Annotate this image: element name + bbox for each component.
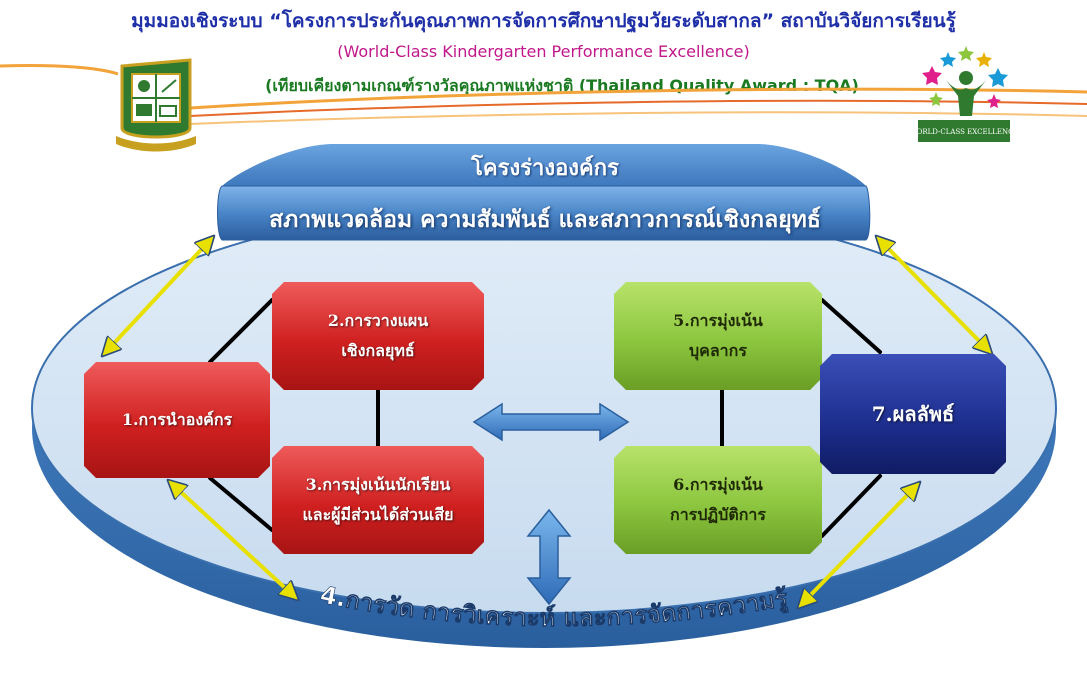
operations-label-line1: 6.การมุ่งเน้น <box>673 474 763 494</box>
students-label-line2: และผู้มีส่วนได้ส่วนเสีย <box>302 505 454 524</box>
workforce-box: 5.การมุ่งเน้น บุคลากร <box>614 282 822 390</box>
organizational-profile-bar <box>217 144 871 241</box>
page-title: มุมมองเชิงระบบ “โครงการประกันคุณภาพการจั… <box>131 10 956 32</box>
strategy-label-line1: 2.การวางแผน <box>327 310 429 330</box>
students-box: 3.การมุ่งเน้นนักเรียน และผู้มีส่วนได้ส่ว… <box>272 446 484 554</box>
header-swoosh <box>0 63 1087 125</box>
strategy-box: 2.การวางแผน เชิงกลยุทธ์ <box>272 282 484 390</box>
org-profile-label: โครงร่างองค์กร <box>471 156 619 181</box>
leadership-box: 1.การนำองค์กร <box>84 362 270 478</box>
world-class-badge-icon <box>918 46 1010 142</box>
subtitle-english: (World-Class Kindergarten Performance Ex… <box>337 42 750 61</box>
horizontal-double-arrow <box>472 402 630 442</box>
yellow-arrows <box>104 238 990 606</box>
strategy-label-line2: เชิงกลยุทธ์ <box>341 341 415 360</box>
leadership-label: 1.การนำองค์กร <box>121 409 233 429</box>
students-label-line1: 3.การมุ่งเน้นนักเรียน <box>305 474 451 494</box>
operations-label-line2: การปฏิบัติการ <box>670 505 766 524</box>
star-icon <box>922 46 1008 108</box>
vertical-double-arrow <box>526 508 572 606</box>
workforce-label-line2: บุคลากร <box>689 341 747 360</box>
results-label: 7.ผลลัพธ์ <box>871 402 955 426</box>
badge-text: WORLD-CLASS EXCELLENCE <box>909 128 1018 136</box>
institute-emblem-icon <box>116 58 196 152</box>
environment-label: สภาพแวดล้อม ความสัมพันธ์ และสภาวการณ์เชิ… <box>269 207 821 233</box>
operations-box: 6.การมุ่งเน้น การปฏิบัติการ <box>614 446 822 554</box>
results-box: 7.ผลลัพธ์ <box>820 354 1006 474</box>
workforce-label-line1: 5.การมุ่งเน้น <box>673 310 763 330</box>
